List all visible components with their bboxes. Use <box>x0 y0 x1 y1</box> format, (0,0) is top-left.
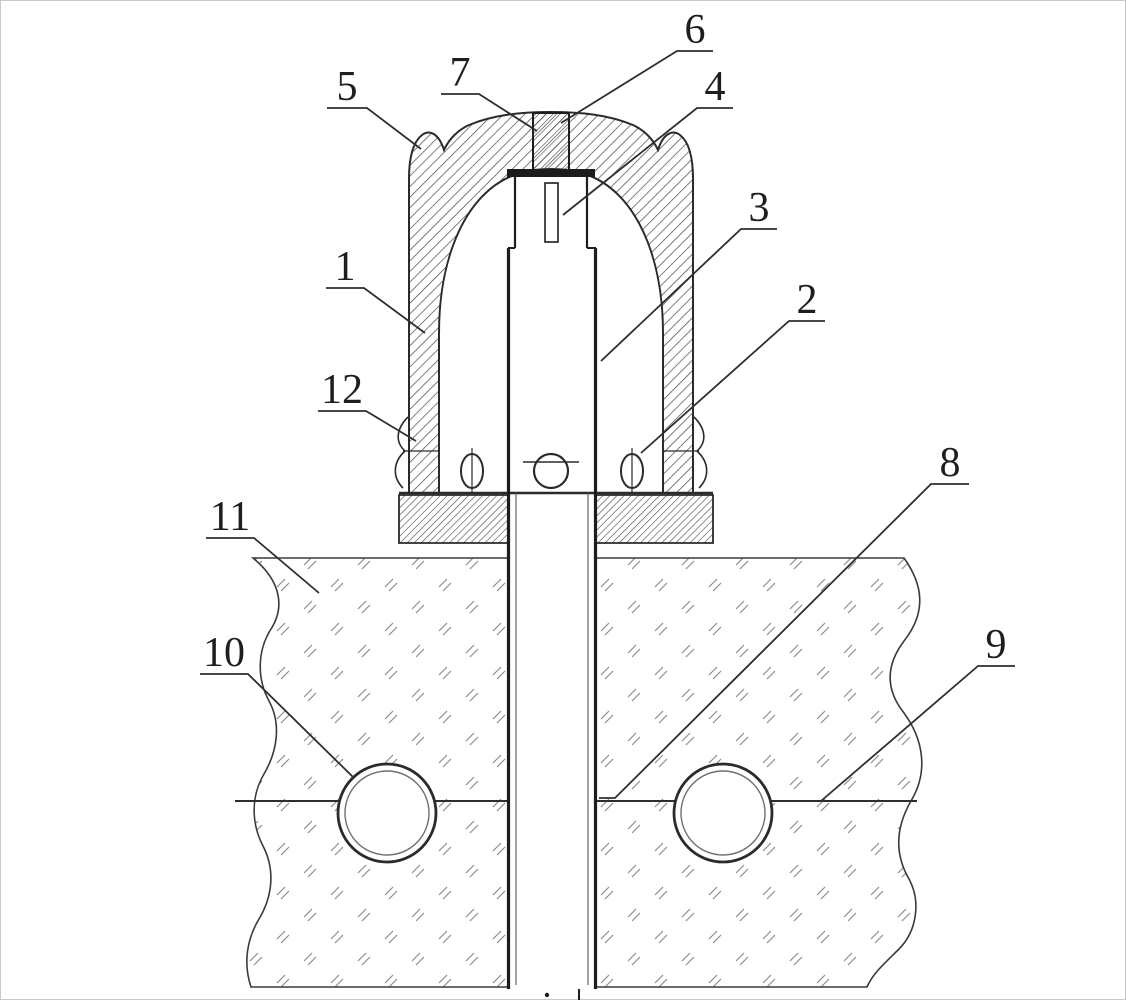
part-label-4: 4 <box>705 64 726 110</box>
right-pipe-circle <box>672 762 774 864</box>
part-label-1: 1 <box>335 244 356 290</box>
leader-line-9 <box>820 665 1015 802</box>
leader-line-5 <box>327 107 422 150</box>
left-pipe-circle <box>336 762 438 864</box>
part-label-3: 3 <box>749 185 770 231</box>
part-label-7: 7 <box>450 50 471 96</box>
bottom-center-marks <box>544 989 580 1000</box>
right-base-block <box>595 494 714 544</box>
leader-line-6 <box>560 50 713 124</box>
part-label-12: 12 <box>321 367 363 413</box>
part-label-6: 6 <box>685 7 706 53</box>
leader-line-3 <box>600 228 777 362</box>
part-label-8: 8 <box>940 440 961 486</box>
leader-line-10 <box>200 673 354 778</box>
leader-line-1 <box>326 287 426 334</box>
leader-line-8 <box>599 483 969 799</box>
center-tube <box>506 177 598 989</box>
tube-top-cap <box>507 169 595 177</box>
leader-line-12 <box>318 410 417 442</box>
leader-line-2 <box>640 320 825 454</box>
leader-line-4 <box>562 107 733 216</box>
part-label-5: 5 <box>337 64 358 110</box>
center-port-circle <box>532 452 570 490</box>
leader-line-7 <box>441 93 538 132</box>
part-label-10: 10 <box>203 630 245 676</box>
left-base-block <box>398 494 509 544</box>
tube-corridor <box>509 553 595 989</box>
leader-line-11 <box>206 537 320 594</box>
part-label-2: 2 <box>797 277 818 323</box>
part-label-9: 9 <box>986 622 1007 668</box>
inner-slot <box>544 182 559 243</box>
part-label-11: 11 <box>210 494 250 540</box>
flange-ports <box>460 448 644 492</box>
right-collar-contour <box>663 416 708 489</box>
left-collar-contour <box>394 416 439 489</box>
